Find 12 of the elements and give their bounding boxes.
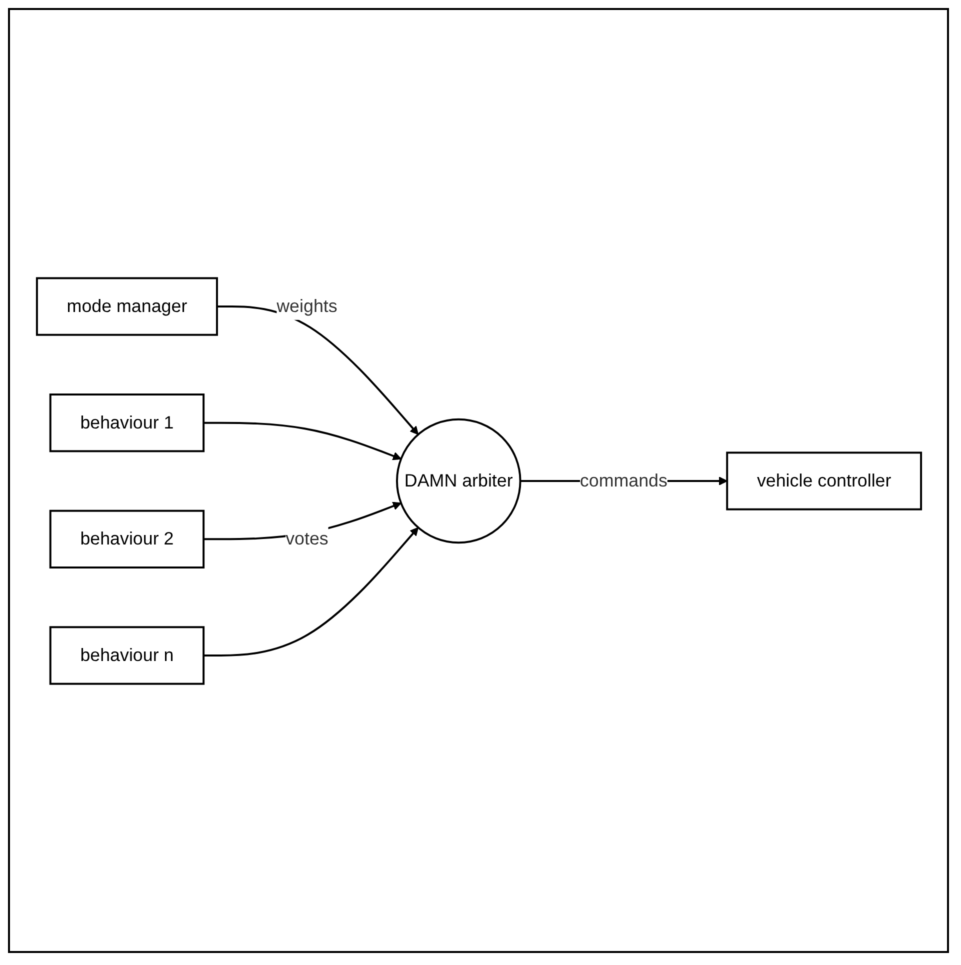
node-box: behaviour 2 [48, 509, 204, 568]
edge-label: commands [579, 470, 667, 490]
node-box: vehicle controller [726, 451, 922, 510]
arrow [203, 526, 418, 656]
node-circle: DAMN arbiter [395, 418, 521, 544]
edge-label: weights [276, 296, 337, 316]
node-box: mode manager [35, 276, 218, 336]
edge-label: votes [285, 528, 328, 548]
node-box: behaviour 1 [48, 393, 204, 452]
node-box: behaviour n [48, 626, 204, 684]
arrow [216, 305, 418, 434]
arrow [203, 421, 401, 460]
